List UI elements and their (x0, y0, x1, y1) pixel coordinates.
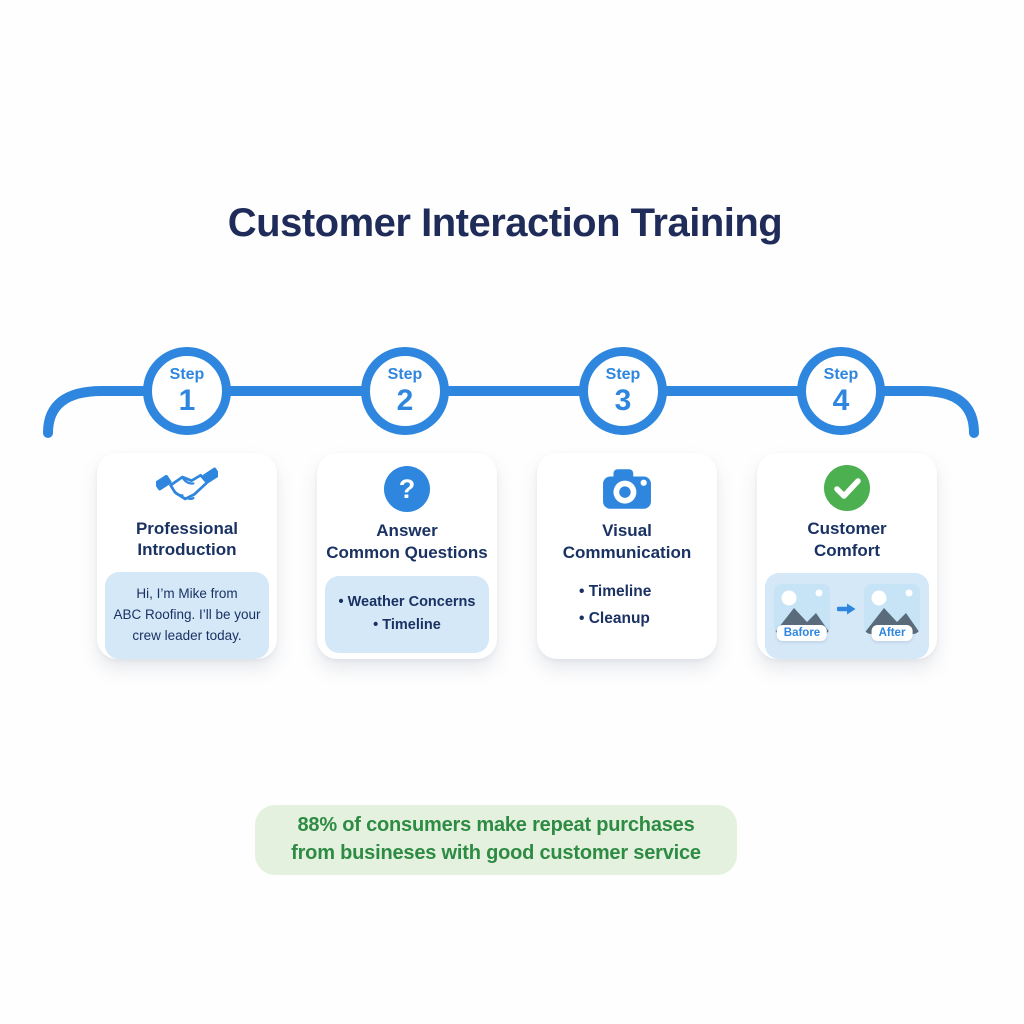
camera-icon (602, 465, 652, 513)
arrow-right-icon (837, 584, 857, 634)
statistic-text-line: 88% of consumers make repeat purchases (297, 814, 695, 837)
question-glyph: ? (398, 473, 416, 504)
card-title-line: Common Questions (326, 542, 488, 562)
step-number: 3 (614, 383, 632, 417)
step-label: Step (605, 365, 641, 383)
list-item: • Weather Concerns (338, 593, 476, 610)
step-circle-4: Step 4 (797, 347, 885, 435)
page-title: Customer Interaction Training (227, 201, 783, 245)
note-line: ABC Roofing. I’ll be your (113, 607, 261, 623)
card-title-line: Customer (807, 519, 887, 538)
list-item: • Timeline (373, 617, 441, 634)
after-label: After (871, 624, 913, 641)
card-visual-communication: Visual Communication • Timeline • Cleanu… (537, 453, 717, 659)
step-number: 4 (832, 383, 850, 417)
handshake-icon (156, 465, 218, 511)
after-image-thumbnail: After (864, 583, 920, 641)
note-line: crew leader today. (132, 628, 242, 644)
step-label: Step (823, 365, 859, 383)
card-professional-introduction: Professional Introduction Hi, I’m Mike f… (97, 453, 277, 659)
common-questions-list: • Weather Concerns • Timeline (325, 575, 489, 654)
card-title: Customer Comfort (807, 518, 886, 562)
statistic-text-line: from busineses with good customer servic… (291, 842, 701, 864)
card-title: Visual Communication (563, 520, 691, 564)
card-title-line: Introduction (137, 540, 237, 560)
step-label: Step (169, 365, 205, 383)
card-answer-common-questions: ? Answer Common Questions • Weather Conc… (317, 453, 497, 659)
step-circle-3: Step 3 (579, 347, 667, 435)
check-circle-icon (824, 465, 870, 511)
card-title-line: Professional (135, 518, 239, 538)
visual-communication-list: • Timeline • Cleanup (537, 578, 651, 632)
list-item: • Cleanup (579, 609, 650, 627)
statistic-callout: 88% of consumers make repeat purchases f… (255, 805, 737, 875)
card-title: Professional Introduction (136, 518, 238, 562)
note-line: Hi, I’m Mike from (136, 586, 238, 602)
card-title-line: Visual (602, 521, 652, 540)
step-circle-1: Step 1 (143, 347, 231, 435)
step-circle-2: Step 2 (361, 347, 449, 435)
before-after-comparison: Bafore After (765, 572, 929, 659)
timeline-connector (43, 386, 979, 438)
before-image-thumbnail: Bafore (774, 583, 830, 641)
step-number: 2 (396, 383, 414, 417)
card-title-line: Comfort (813, 540, 881, 560)
intro-script-note: Hi, I’m Mike from ABC Roofing. I’ll be y… (105, 572, 269, 659)
step-number: 1 (178, 383, 196, 417)
card-title: Answer Common Questions (326, 520, 488, 564)
card-title-line: Answer (376, 521, 438, 540)
card-customer-comfort: Customer Comfort Bafore (757, 453, 937, 659)
card-title-line: Communication (562, 542, 692, 562)
list-item: • Timeline (579, 582, 652, 600)
step-label: Step (387, 365, 423, 383)
question-mark-icon: ? (384, 465, 430, 513)
before-label: Bafore (776, 624, 828, 641)
